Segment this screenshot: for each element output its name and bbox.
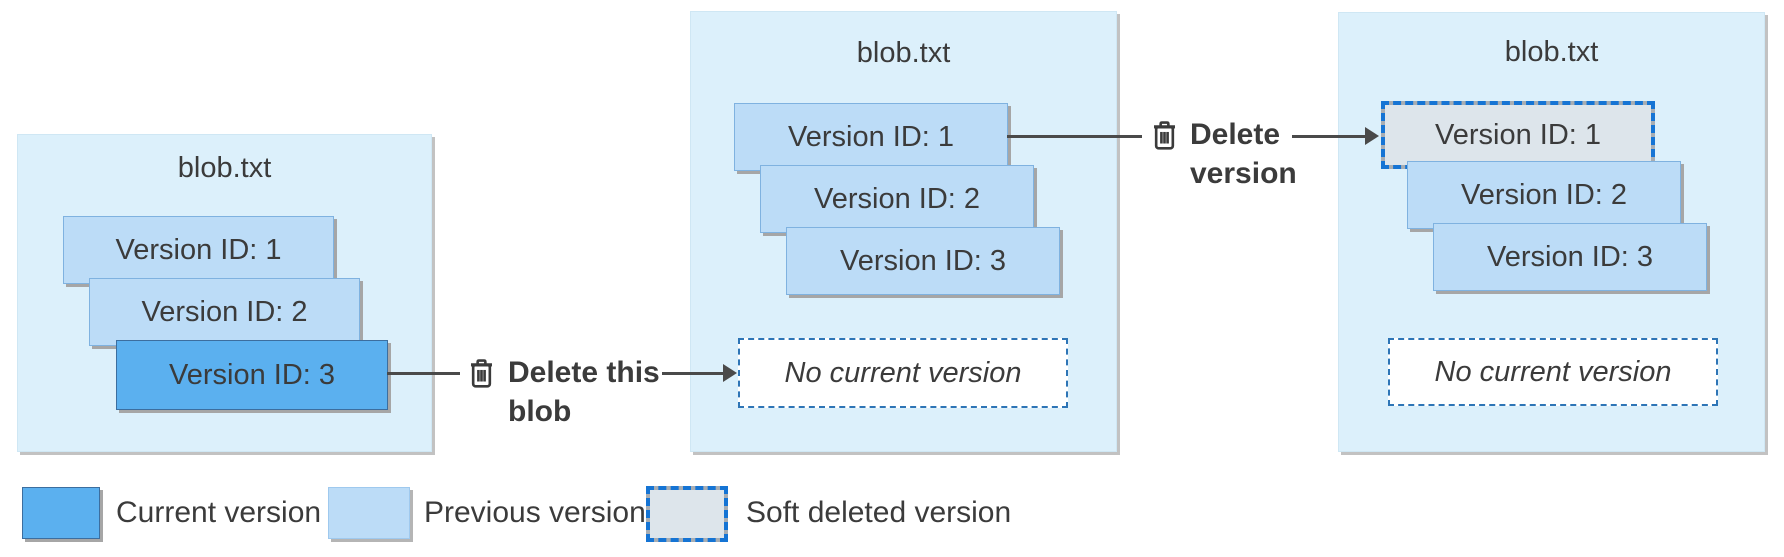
label-line-1: Delete this [508,356,660,389]
arrow-line [387,372,460,375]
version-box-3: Version ID: 3 [1433,223,1707,291]
version-box-1: Version ID: 1 [734,103,1008,171]
legend-label-soft-deleted-version: Soft deleted version [746,496,1012,529]
blob-name: blob.txt [1504,36,1599,68]
trash-icon [1146,117,1183,154]
delete-this-blob-label: Delete this blob [508,353,660,431]
version-box-2: Version ID: 2 [760,165,1034,233]
arrowhead-icon [723,364,737,382]
delete-version-label: Delete version [1190,115,1297,193]
arrow-line [1007,135,1142,138]
version-box-2: Version ID: 2 [1407,161,1681,229]
label-line-2: version [1190,157,1297,190]
version-box-1-label: Version ID: 1 [1381,101,1655,169]
arrow-line [1292,135,1366,138]
trash-icon [463,355,500,392]
version-box-3: Version ID: 3 [786,227,1060,295]
blob-panel-after-delete-version: blob.txt Version ID: 1 Version ID: 2 Ver… [1338,12,1765,452]
blob-name: blob.txt [177,152,272,184]
legend-label-current-version: Current version [116,496,322,529]
blob-panel-before-delete: blob.txt Version ID: 1 Version ID: 2 Ver… [17,134,432,452]
legend-swatch-previous-version [328,487,410,539]
legend-swatch-soft-deleted-version [646,486,728,542]
legend-swatch-soft-deleted-fill [646,486,728,542]
arrow-line [662,372,724,375]
label-line-1: Delete [1190,118,1281,151]
label-line-2: blob [508,395,572,428]
version-box-3-current: Version ID: 3 [116,340,388,410]
arrowhead-icon [1365,127,1379,145]
legend-label-previous-version: Previous version [424,496,646,529]
version-box-1-soft-deleted: Version ID: 1 [1381,101,1655,169]
legend-swatch-current-version [22,487,100,539]
version-box-1: Version ID: 1 [63,216,334,284]
version-box-2: Version ID: 2 [89,278,360,346]
blob-panel-after-delete-blob: blob.txt Version ID: 1 Version ID: 2 Ver… [690,11,1117,452]
blob-name: blob.txt [856,37,951,69]
no-current-version-slot: No current version [738,338,1068,408]
no-current-version-slot: No current version [1388,338,1718,406]
